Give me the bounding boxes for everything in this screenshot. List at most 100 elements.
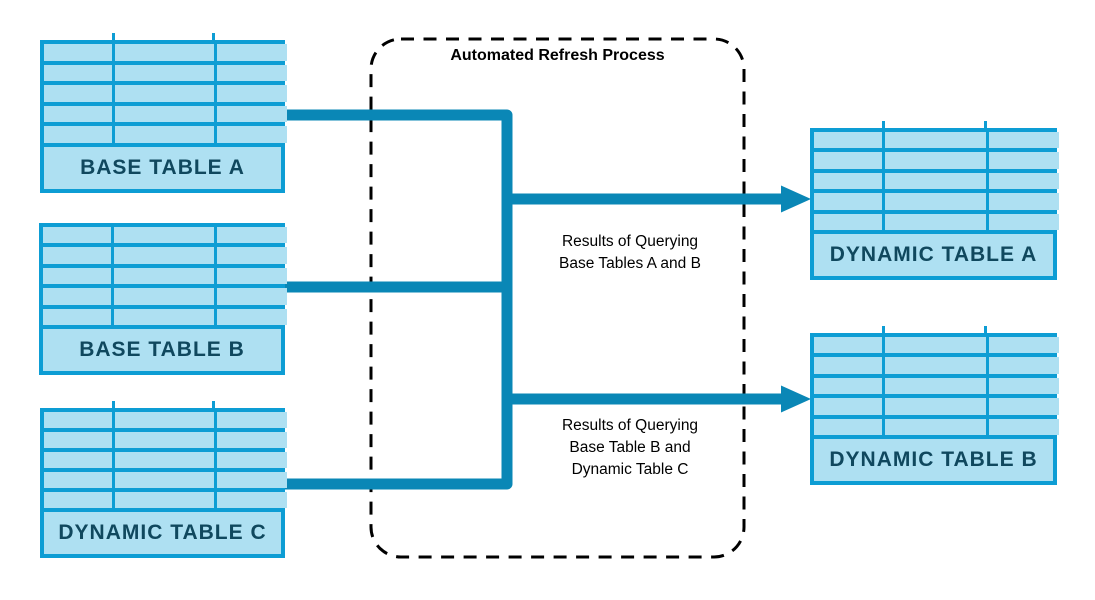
table-cell — [988, 213, 1059, 230]
column-tick — [111, 33, 115, 40]
table-cell — [114, 472, 215, 488]
table-cell — [217, 308, 287, 325]
column-tick — [983, 326, 987, 333]
base-table-b: BASE TABLE B — [39, 223, 287, 375]
table-cell — [43, 227, 112, 244]
table-cell — [43, 288, 112, 305]
table-cell — [114, 492, 215, 508]
table-cell — [814, 418, 883, 435]
column-tick — [212, 401, 216, 408]
table-cell — [44, 85, 112, 102]
arrowhead-dynamic-b — [781, 385, 811, 413]
table-label: BASE TABLE A — [44, 143, 281, 189]
arrowhead-dynamic-a — [781, 185, 811, 213]
table-cell — [44, 105, 112, 123]
dynamic-table-b: DYNAMIC TABLE B — [810, 326, 1059, 485]
table-cell — [988, 377, 1059, 395]
table-cell — [114, 308, 215, 325]
table-label: DYNAMIC TABLE A — [814, 230, 1053, 276]
table-cell — [885, 213, 986, 230]
table-cell — [217, 105, 287, 123]
column-tick — [882, 121, 886, 128]
table-label: DYNAMIC TABLE C — [44, 508, 281, 554]
table-cell — [44, 472, 112, 488]
column-tick — [212, 33, 216, 40]
table-cell — [114, 432, 215, 448]
table-grid — [814, 132, 1059, 230]
table-cell — [114, 85, 215, 102]
table-cell — [217, 432, 287, 448]
table-cell — [814, 172, 883, 190]
table-cell — [44, 44, 112, 61]
table-cell — [885, 357, 986, 374]
table-cell — [43, 308, 112, 325]
dynamic-table-c: DYNAMIC TABLE C — [40, 401, 287, 558]
table-label: BASE TABLE B — [43, 325, 281, 371]
table-cell — [814, 337, 883, 354]
table-cell — [217, 44, 287, 61]
table-cell — [114, 267, 215, 285]
table-cell — [217, 288, 287, 305]
table-cell — [988, 398, 1059, 415]
table-label: DYNAMIC TABLE B — [814, 435, 1053, 481]
table-cell — [217, 64, 287, 82]
table-cell — [988, 418, 1059, 435]
table-cell — [114, 44, 215, 61]
table-cell — [114, 64, 215, 82]
table-cell — [217, 412, 287, 428]
table-cell — [217, 492, 287, 508]
table-cell — [814, 357, 883, 374]
table-cell — [885, 337, 986, 354]
table-cell — [814, 213, 883, 230]
table-cell — [814, 132, 883, 149]
table-cell — [217, 126, 287, 143]
table-cell — [988, 357, 1059, 374]
table-cell — [114, 288, 215, 305]
table-cell — [988, 132, 1059, 149]
table-cell — [217, 227, 287, 244]
table-cell — [44, 452, 112, 468]
table-cell — [814, 193, 883, 210]
table-cell — [44, 432, 112, 448]
table-cell — [114, 126, 215, 143]
column-tick — [983, 121, 987, 128]
table-cell — [988, 152, 1059, 169]
table-cell — [885, 132, 986, 149]
table-cell — [217, 247, 287, 264]
table-cell — [44, 64, 112, 82]
table-cell — [988, 172, 1059, 190]
table-cell — [217, 267, 287, 285]
annotation-results-b-c: Results of Querying Base Table B and Dyn… — [561, 417, 699, 478]
process-box-border — [369, 37, 746, 559]
table-grid — [44, 412, 287, 508]
table-cell — [43, 247, 112, 264]
annotation-results-a-b: Results of Querying Base Tables A and B — [559, 233, 701, 272]
table-cell — [885, 172, 986, 190]
dynamic-table-a: DYNAMIC TABLE A — [810, 121, 1059, 280]
table-cell — [885, 398, 986, 415]
table-cell — [114, 452, 215, 468]
table-cell — [814, 152, 883, 169]
table-cell — [44, 492, 112, 508]
flow-line-main-trunk — [285, 109, 513, 490]
process-box-title: Automated Refresh Process — [450, 47, 665, 64]
column-tick — [111, 401, 115, 408]
table-cell — [217, 452, 287, 468]
table-grid — [814, 337, 1059, 435]
table-cell — [885, 377, 986, 395]
table-cell — [814, 398, 883, 415]
table-grid — [44, 44, 287, 143]
table-cell — [988, 337, 1059, 354]
table-cell — [114, 247, 215, 264]
table-cell — [43, 267, 112, 285]
table-cell — [114, 105, 215, 123]
table-cell — [114, 227, 215, 244]
table-cell — [44, 126, 112, 143]
table-cell — [885, 418, 986, 435]
base-table-a: BASE TABLE A — [40, 33, 287, 193]
table-cell — [217, 85, 287, 102]
table-cell — [988, 193, 1059, 210]
table-cell — [885, 193, 986, 210]
table-cell — [885, 152, 986, 169]
